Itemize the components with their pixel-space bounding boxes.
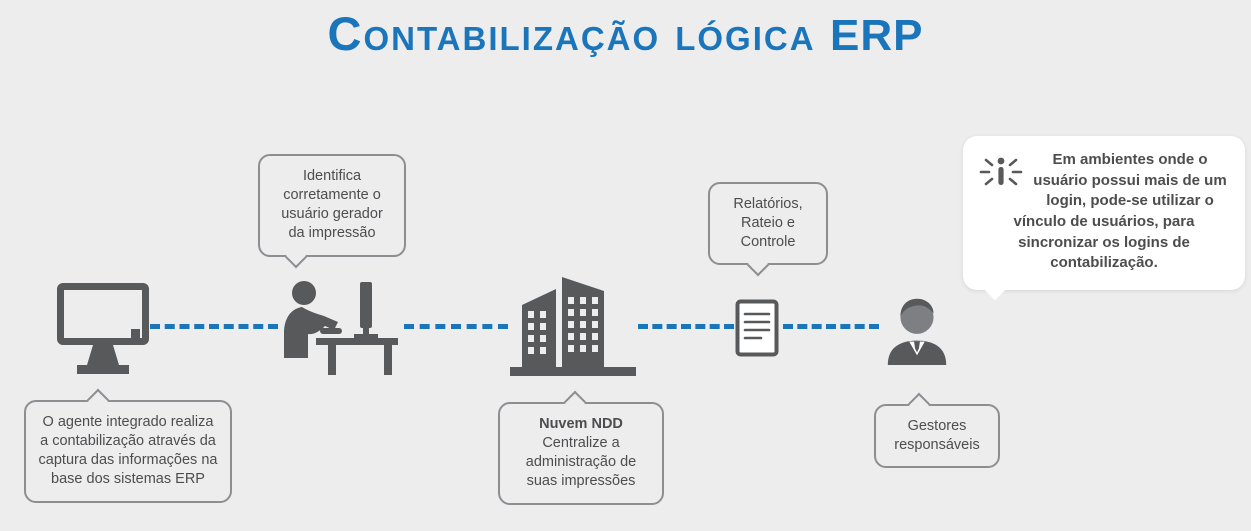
monitor-icon <box>55 283 151 383</box>
page-title-main: Contabilização lógica <box>327 7 816 60</box>
callout-identify-text: Identifica corretamente o usuário gerado… <box>281 168 383 242</box>
note-text: Em ambientes onde o usuário possui mais … <box>1013 151 1227 272</box>
callout-cloud: Nuvem NDD Centralize a administração de … <box>498 390 664 505</box>
document-icon <box>735 299 779 357</box>
callout-managers-tail <box>907 392 931 416</box>
manager-icon <box>880 291 954 365</box>
callout-cloud-title: Nuvem NDD <box>539 416 623 432</box>
flow-dash-segment-1 <box>150 324 278 329</box>
callout-agent-tail <box>86 388 110 412</box>
flow-dash-segment-3 <box>638 324 734 329</box>
blink-icon <box>978 152 1024 192</box>
flow-dash-segment-4 <box>783 324 879 329</box>
callout-reports-text: Relatórios, Rateio e Controle <box>733 196 803 251</box>
note-box-tail <box>983 277 1007 301</box>
page-title: Contabilização lógica ERP <box>0 6 1251 61</box>
page-title-suffix: ERP <box>829 11 924 60</box>
callout-managers-text: Gestores responsáveis <box>894 418 980 454</box>
callout-identify-tail <box>284 245 308 268</box>
callout-cloud-tail <box>563 390 587 414</box>
user-at-desk-icon <box>272 278 402 378</box>
callout-cloud-body: Centralize a administração de suas impre… <box>525 435 637 490</box>
flow-dash-segment-2 <box>404 324 508 329</box>
callout-managers: Gestores responsáveis <box>874 392 1000 469</box>
callout-agent-text: O agente integrado realiza a contabiliza… <box>38 414 218 488</box>
callout-reports: Relatórios, Rateio e Controle <box>708 182 828 277</box>
buildings-icon <box>508 263 638 381</box>
callout-identify: Identifica corretamente o usuário gerado… <box>258 154 406 268</box>
callout-reports-tail <box>746 254 770 277</box>
callout-agent: O agente integrado realiza a contabiliza… <box>24 388 232 503</box>
note-box: Em ambientes onde o usuário possui mais … <box>963 136 1245 301</box>
